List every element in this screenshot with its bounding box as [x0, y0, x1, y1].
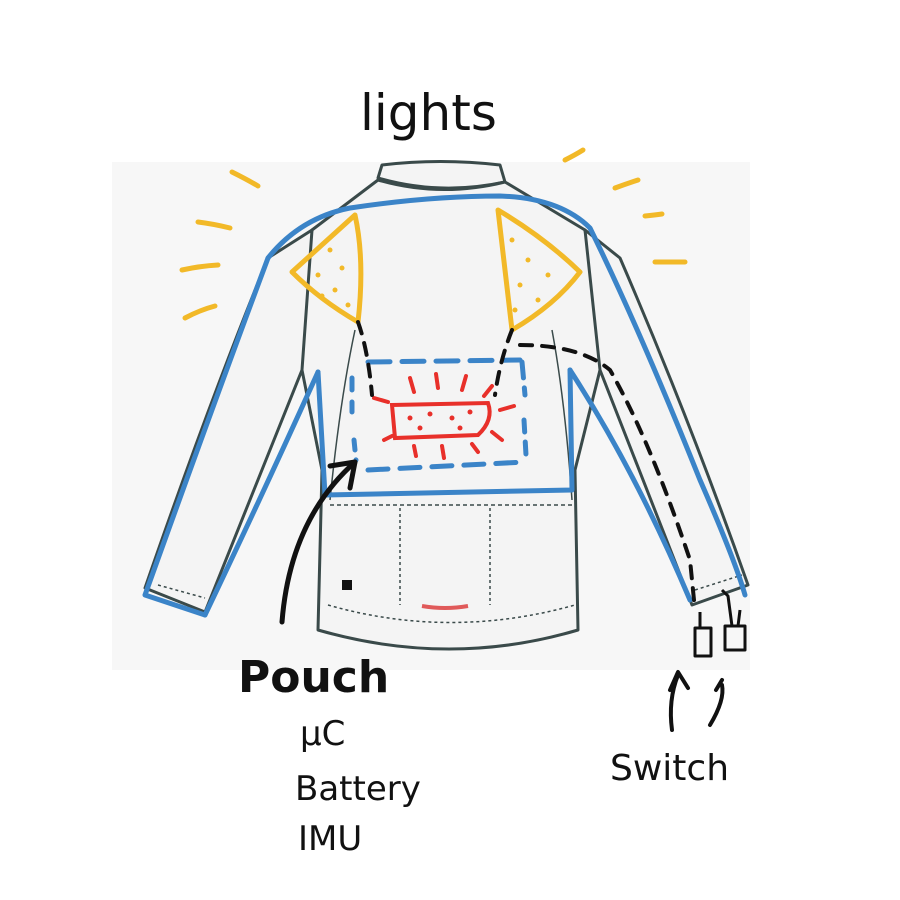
- pouch-outline: [349, 357, 529, 473]
- right-sleeve: [583, 228, 750, 607]
- switch-icon: [693, 588, 747, 658]
- pouch-item-battery: Battery: [295, 769, 421, 809]
- light-panel-right: [495, 207, 583, 333]
- garment: [143, 160, 750, 651]
- pouch-item-imu: IMU: [298, 819, 362, 859]
- zip-pull: [342, 580, 352, 590]
- switch-arrow-left: [668, 670, 690, 732]
- pouch-item-mcu: μC: [300, 714, 345, 754]
- battery-dots: [407, 409, 473, 431]
- collar: [376, 160, 507, 190]
- wiring: [356, 320, 697, 612]
- panel-outline: [142, 193, 748, 618]
- pouch-label: Pouch: [238, 652, 389, 703]
- light-rays-right: [562, 147, 688, 265]
- pocket-accent: [421, 604, 469, 610]
- switch-label: Switch: [610, 748, 729, 789]
- battery-pack: [372, 372, 516, 460]
- title-label: lights: [360, 84, 497, 142]
- pouch-arrow: [279, 459, 358, 625]
- light-rays-left: [179, 169, 261, 321]
- switch-arrow-right: [708, 678, 725, 727]
